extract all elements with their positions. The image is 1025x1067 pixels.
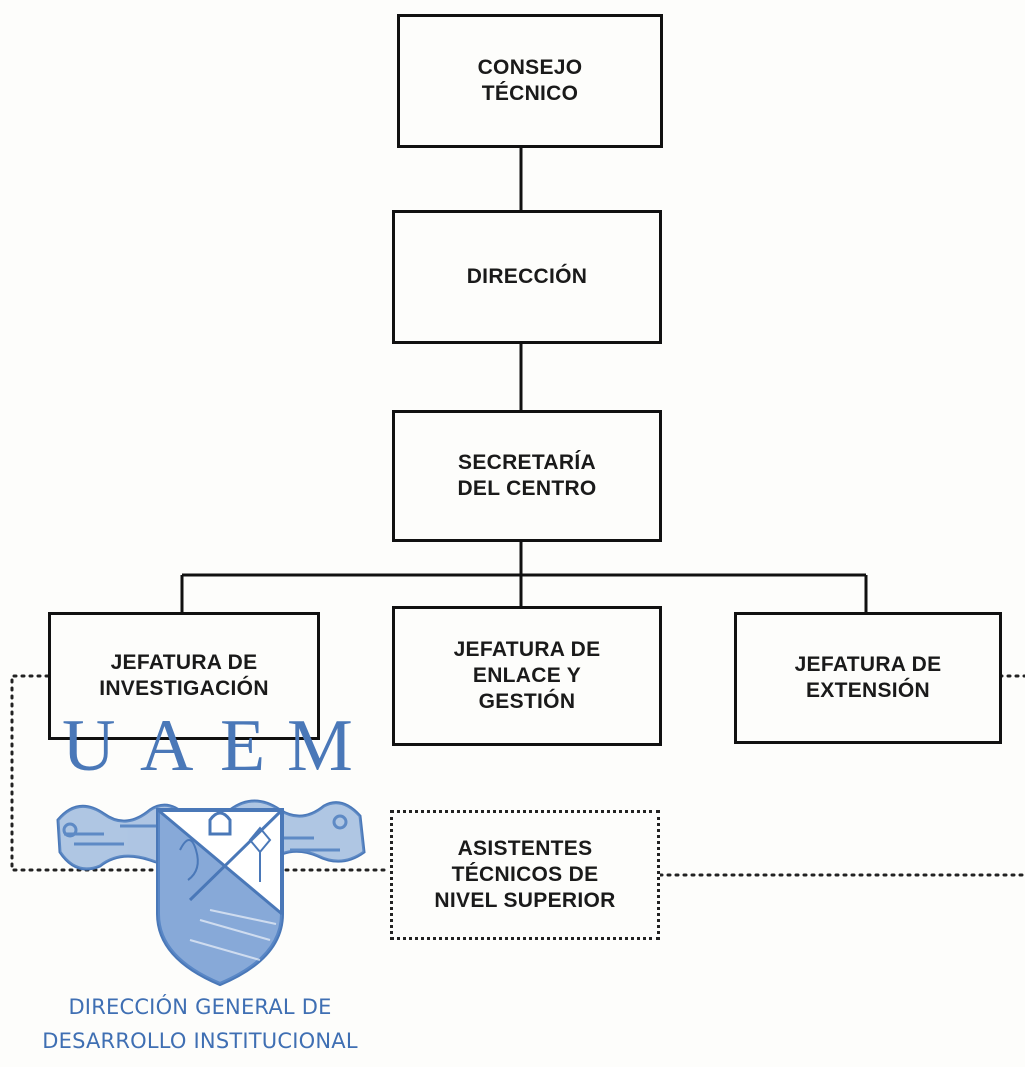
node-jefatura-enlace: JEFATURA DE ENLACE Y GESTIÓN [392, 606, 662, 746]
stamp-letters: U A E M [62, 700, 353, 808]
node-consejo-tecnico: CONSEJO TÉCNICO [397, 14, 663, 148]
uaem-seal-icon [56, 799, 366, 987]
svg-text:E: E [220, 705, 289, 787]
node-direccion: DIRECCIÓN [392, 210, 662, 344]
node-secretaria: SECRETARÍA DEL CENTRO [392, 410, 662, 542]
node-jefatura-extension: JEFATURA DE EXTENSIÓN [734, 612, 1002, 744]
svg-text:A: A [140, 705, 217, 787]
node-asistentes: ASISTENTES TÉCNICOS DE NIVEL SUPERIOR [390, 810, 660, 940]
uaem-logo-letters: U A E M [62, 705, 353, 787]
stamp-caption: DIRECCIÓN GENERAL DE DESARROLLO INSTITUC… [42, 995, 358, 1053]
svg-text:U: U [62, 705, 139, 787]
node-jefatura-investigacion: JEFATURA DE INVESTIGACIÓN [48, 612, 320, 740]
svg-text:M: M [287, 705, 352, 787]
